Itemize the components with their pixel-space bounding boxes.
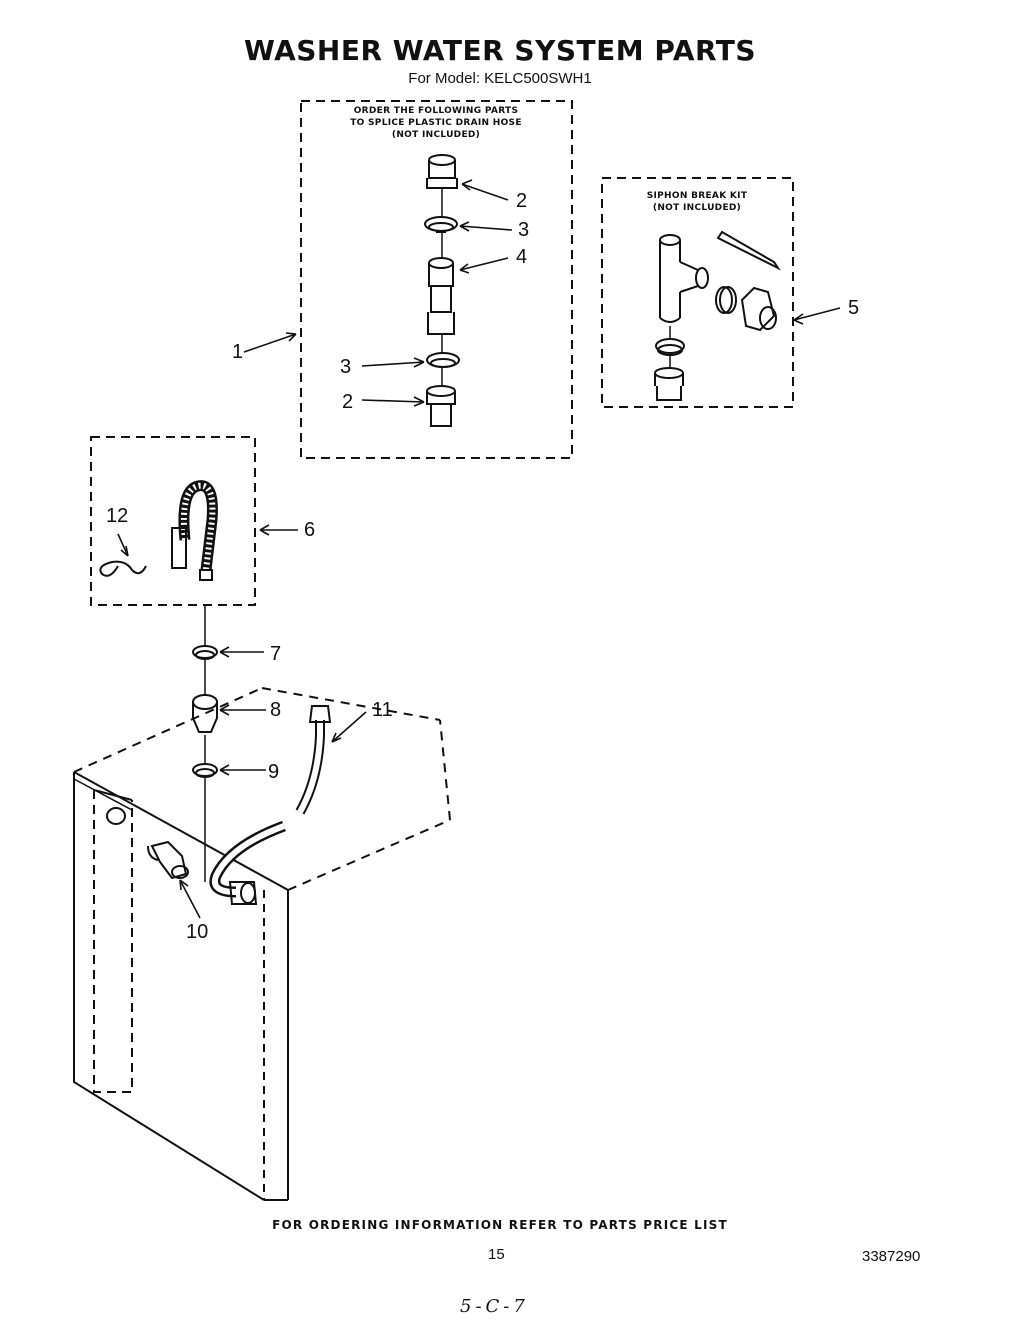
splice-kit-box	[300, 100, 573, 459]
callout-5: 5	[848, 297, 859, 319]
washer-cabinet	[73, 687, 451, 1201]
page-number: 15	[488, 1246, 505, 1263]
callout-11: 11	[372, 699, 393, 721]
hose-clip-part	[99, 560, 147, 577]
callout-9: 9	[268, 761, 279, 783]
splice-kit-note-line: (NOT INCLUDED)	[391, 130, 481, 140]
callout-2-top: 2	[516, 190, 527, 212]
callout-labels: 2 3 4 3 2 1 5 6 7 8 9 10 11 12	[106, 190, 859, 943]
splice-clamp-bottom	[426, 352, 460, 368]
siphon-kit-note-line: SIPHON BREAK KIT	[646, 191, 748, 201]
splice-kit-note-line: TO SPLICE PLASTIC DRAIN HOSE	[350, 118, 522, 128]
splice-clamp-top	[424, 216, 458, 233]
hose-clamp-upper	[192, 645, 218, 660]
splice-kit-note: ORDER THE FOLLOWING PARTS TO SPLICE PLAS…	[300, 105, 572, 141]
drain-connector	[192, 694, 218, 733]
callout-3-bottom: 3	[340, 356, 351, 378]
callout-12: 12	[106, 505, 128, 527]
document-number: 3387290	[862, 1248, 921, 1265]
hose-clamp-lower	[192, 763, 218, 778]
callout-8: 8	[270, 699, 281, 721]
model-subtitle: For Model: KELC500SWH1	[408, 70, 592, 87]
callout-10: 10	[186, 921, 208, 943]
callout-6: 6	[304, 519, 315, 541]
splice-coupler	[427, 257, 455, 335]
page-title: WASHER WATER SYSTEM PARTS	[243, 34, 757, 67]
splice-kit-note-line: ORDER THE FOLLOWING PARTS	[353, 106, 519, 116]
siphon-clamp-side	[715, 286, 737, 314]
callout-7: 7	[270, 643, 281, 665]
siphon-kit-note: SIPHON BREAK KIT (NOT INCLUDED)	[602, 190, 792, 214]
siphon-tee	[659, 234, 709, 323]
ordering-note: FOR ORDERING INFORMATION REFER TO PARTS …	[272, 1218, 728, 1232]
splice-connector-top	[426, 154, 458, 189]
internal-drain-hose	[209, 820, 286, 905]
callout-4: 4	[516, 246, 527, 268]
inlet-hose	[295, 705, 332, 815]
siphon-kit-box	[601, 177, 794, 408]
siphon-connector-side	[740, 286, 777, 332]
siphon-clamp-bottom	[655, 338, 685, 356]
siphon-tie-strap	[716, 230, 781, 271]
handwritten-note: 5-C-7	[460, 1296, 529, 1317]
drain-hose-box	[90, 436, 256, 606]
siphon-kit-note-line: (NOT INCLUDED)	[652, 203, 742, 213]
leader-lines	[117, 179, 841, 919]
splice-connector-bottom	[426, 385, 456, 427]
callout-1: 1	[232, 341, 243, 363]
callout-2-bottom: 2	[342, 391, 353, 413]
drain-elbow	[147, 840, 189, 880]
callout-3-top: 3	[518, 219, 529, 241]
drain-hose	[171, 480, 218, 581]
siphon-connector-bottom	[654, 367, 684, 401]
